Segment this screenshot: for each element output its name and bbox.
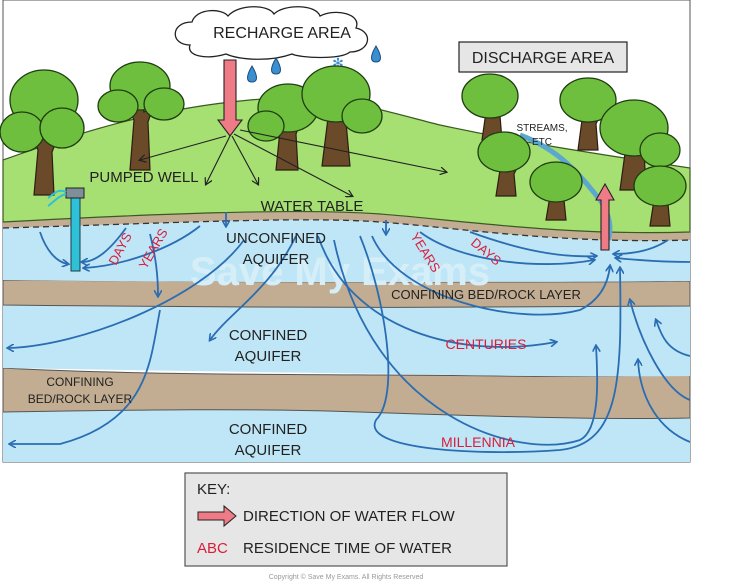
raindrop-icon <box>271 57 281 75</box>
soil-band <box>3 211 690 241</box>
cloud-icon <box>174 6 368 60</box>
infiltration-arrow <box>206 135 231 184</box>
flow-arrow <box>419 231 594 264</box>
flow-arrow <box>616 258 691 263</box>
tree-icon <box>559 77 617 151</box>
upper-confined-aquifer <box>3 300 690 377</box>
raindrop-icon <box>247 65 257 83</box>
key-title: KEY: <box>197 481 230 498</box>
infiltration-arrow <box>239 129 446 172</box>
flow-arrow <box>359 235 620 453</box>
flow-arrow <box>39 231 68 264</box>
recharge-area-label: RECHARGE AREA <box>213 25 351 42</box>
lower-confined-aquifer-label-2: AQUIFER <box>235 442 302 459</box>
watermark: Save My Exams <box>190 250 490 294</box>
flow-arrow <box>8 239 245 348</box>
tree-icon <box>97 61 185 171</box>
etc-label: ETC <box>532 137 552 148</box>
tree-icon <box>633 165 687 227</box>
confined-aquifer-label-2: AQUIFER <box>235 348 302 365</box>
flow-arrow <box>656 320 691 357</box>
stream <box>519 132 613 241</box>
tree-icon <box>301 65 383 167</box>
key-abc-sample: ABC <box>197 540 228 557</box>
flow-arrow <box>469 231 596 256</box>
water-spout-icon <box>47 189 67 207</box>
infiltration-arrow <box>231 135 258 184</box>
residence-centuries: CENTURIES <box>446 336 527 352</box>
key-box: KEY: DIRECTION OF WATER FLOW ABC RESIDEN… <box>184 472 508 567</box>
key-arrow-icon <box>197 504 237 528</box>
flow-arrow <box>82 227 127 262</box>
well-casing <box>70 194 81 272</box>
flow-arrow <box>149 233 158 296</box>
streams-label: STREAMS, <box>516 123 567 134</box>
flow-arrow <box>84 225 201 268</box>
infiltration-arrow <box>233 133 352 196</box>
lower-confining-bed-label-2: BED/ROCK LAYER <box>28 392 133 406</box>
lower-confining-bed <box>2 367 691 420</box>
flow-arrow <box>630 300 691 401</box>
key-residence-label: RESIDENCE TIME OF WATER <box>243 540 452 557</box>
unconfined-aquifer <box>3 219 690 282</box>
pumped-well-label: PUMPED WELL <box>89 169 198 186</box>
discharge-flow-arrow <box>595 182 615 251</box>
water-table-line <box>2 219 691 242</box>
residence-millennia: MILLENNIA <box>441 434 516 450</box>
key-flow-label: DIRECTION OF WATER FLOW <box>243 508 455 525</box>
discharge-area-box <box>458 41 628 73</box>
tree-icon <box>529 161 583 221</box>
copyright-text: Copyright © Save My Exams. All Rights Re… <box>269 573 424 581</box>
lower-confined-aquifer-label: CONFINED <box>229 421 308 438</box>
tree-icon <box>461 73 519 141</box>
water-table-label: WATER TABLE <box>261 198 364 215</box>
flow-arrow <box>638 360 691 443</box>
flow-arrow <box>210 235 297 340</box>
snowflake-icon: ✻ <box>332 55 344 71</box>
flow-arrow <box>333 239 597 446</box>
confining-bed-label: CONFINING BED/ROCK LAYER <box>391 287 581 302</box>
flow-arrow <box>10 309 161 444</box>
unconfined-aquifer-label: UNCONFINED <box>226 230 326 247</box>
flow-arrow <box>317 235 556 348</box>
raindrop-icon <box>371 45 381 63</box>
tree-icon <box>0 69 85 196</box>
tree-icon <box>477 131 531 197</box>
discharge-area-label: DISCHARGE AREA <box>472 50 615 67</box>
lower-confining-bed-label: CONFINING <box>46 375 113 389</box>
recharge-flow-arrow <box>216 59 244 137</box>
well-pump-head <box>65 187 85 199</box>
unconfined-aquifer-label-2: AQUIFER <box>243 251 310 268</box>
confined-aquifer-label: CONFINED <box>229 327 308 344</box>
infiltration-arrow <box>140 135 227 160</box>
flow-arrow <box>371 235 610 316</box>
